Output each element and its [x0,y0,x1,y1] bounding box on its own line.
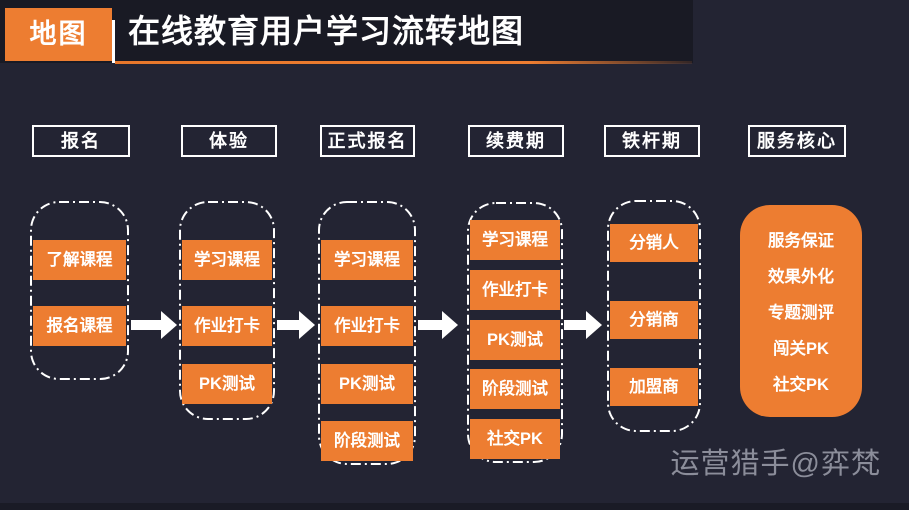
flow-step: 阶段测试 [470,369,560,409]
badge-separator [112,20,115,63]
flow-step: 作业打卡 [182,306,272,346]
stage-header-renewal: 续费期 [468,125,564,157]
title-band [0,0,693,63]
flow-step: PK测试 [321,364,413,404]
flow-step: 作业打卡 [470,270,560,310]
column-signup: 了解课程 报名课程 [30,201,129,380]
dashed-border [467,202,563,463]
bottom-strip [0,503,909,510]
title-underline [115,61,692,64]
arrow-head [161,311,177,339]
column-trial: 学习课程 作业打卡 PK测试 [179,201,275,420]
flow-step: 学习课程 [182,240,272,280]
dashed-border [179,201,275,420]
flow-arrow-icon [277,311,315,339]
arrow-shaft [564,320,586,330]
stage-header-trial: 体验 [181,125,277,157]
stage-header-signup: 报名 [32,125,130,157]
watermark: 运营猎手@弈梵 [670,448,881,480]
flow-step: 报名课程 [33,306,126,346]
arrow-head [442,311,458,339]
flow-arrow-icon [564,311,602,339]
stage-header-service: 服务核心 [748,125,846,157]
flow-step: 学习课程 [470,220,560,260]
column-renewal: 学习课程 作业打卡 PK测试 阶段测试 社交PK [467,202,563,463]
flow-step: 阶段测试 [321,421,413,461]
column-formal: 学习课程 作业打卡 PK测试 阶段测试 [318,201,416,465]
arrow-head [586,311,602,339]
flow-arrow-icon [418,311,458,339]
map-badge: 地图 [5,8,112,61]
service-item: 社交PK [773,376,829,394]
stage-header-formal: 正式报名 [320,125,415,157]
flow-step: 加盟商 [610,368,698,406]
flow-step: 作业打卡 [321,306,413,346]
service-core-panel: 服务保证 效果外化 专题测评 闯关PK 社交PK [740,205,862,417]
flow-step: 社交PK [470,419,560,459]
service-item: 闯关PK [773,340,829,358]
arrow-head [299,311,315,339]
flow-step: 分销人 [610,224,698,262]
stage-header-loyal: 铁杆期 [604,125,700,157]
flow-step: 学习课程 [321,240,413,280]
service-item: 服务保证 [768,232,834,250]
page-title: 在线教育用户学习流转地图 [128,13,525,49]
flow-step: 了解课程 [33,240,126,280]
flow-step: PK测试 [470,320,560,360]
column-loyal: 分销人 分销商 加盟商 [607,200,701,432]
service-item: 专题测评 [768,304,834,322]
flow-arrow-icon [131,311,177,339]
arrow-shaft [277,320,299,330]
flow-step: 分销商 [610,301,698,339]
dashed-border [30,201,129,380]
dashed-border [607,200,701,432]
flow-step: PK测试 [182,364,272,404]
arrow-shaft [131,320,161,330]
dashed-border [318,201,416,465]
arrow-shaft [418,320,442,330]
service-item: 效果外化 [768,268,834,286]
